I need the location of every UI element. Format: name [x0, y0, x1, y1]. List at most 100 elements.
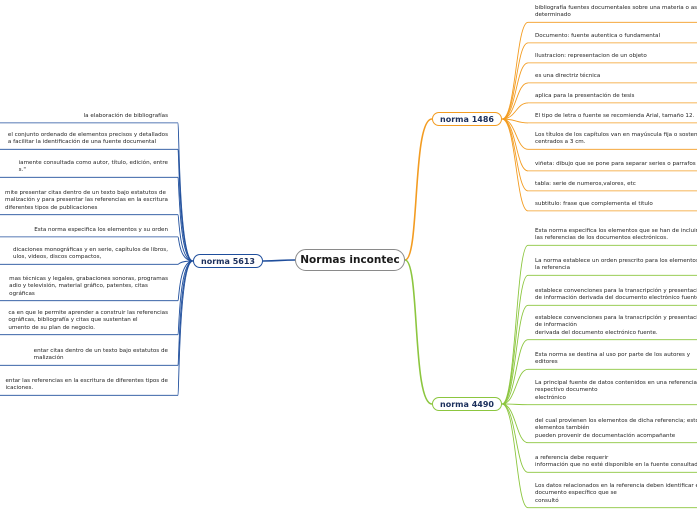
subtopic-n1486-1[interactable]: bibliografía fuentes documentales sobre … — [535, 5, 697, 20]
subtopic-line: establece convenciones para la transcrip… — [535, 315, 697, 321]
subtopic-line: centrados a 3 cm. — [535, 139, 586, 146]
subtopic-n4490-5[interactable]: Esta norma se destina al uso por parte d… — [535, 352, 690, 367]
subtopic-line: ográficas, bibliografía y citas que sust… — [8, 317, 138, 324]
subtopic-n1486-3[interactable]: Ilustracion: representacion de un objeto — [535, 53, 647, 60]
subtopic-line: la referencia — [535, 265, 571, 272]
subtopic-n5613-6[interactable]: dicaciones monográficas y en serie, capí… — [13, 247, 168, 262]
subtopic-line: Ilustracion: representacion de un objeto — [535, 53, 647, 59]
subtopic-n1486-7[interactable]: Los títulos de los capítulos van en mayú… — [535, 132, 697, 147]
connector-n4490-9 — [501, 403, 529, 509]
subtopic-line: elementos también — [535, 425, 590, 432]
subtopic-line: el conjunto ordenado de elementos precis… — [7, 132, 168, 138]
connector-n1486-10 — [501, 118, 529, 212]
subtopic-line: adio y televisión, material gráfico, pat… — [9, 283, 148, 290]
connector-n4490-7 — [501, 403, 529, 444]
connector-n1486-2 — [501, 42, 529, 120]
connector-n1486-3 — [501, 62, 529, 120]
subtopic-line: a facilitar la identificación de una fue… — [7, 139, 157, 146]
subtopic-n5613-3[interactable]: iamente consultada como autor, título, e… — [19, 160, 168, 175]
subtopic-line: Esta norma especifica los elementos y su… — [34, 227, 168, 233]
subtopic-line: mas técnicas y legales, grabaciones sono… — [9, 276, 168, 282]
subtopic-line: Documento: fuente autentica o fundamenta… — [535, 33, 661, 39]
connector-n1486-9 — [501, 118, 529, 192]
connector-n1486-7 — [501, 118, 529, 150]
subtopic-n5613-7[interactable]: mas técnicas y legales, grabaciones sono… — [9, 276, 168, 298]
connector-central-4490 — [404, 259, 433, 405]
subtopic-n1486-4[interactable]: es una directriz técnica — [535, 73, 600, 80]
subtopic-line: del cual provienen los elementos de dich… — [535, 418, 697, 424]
subtopic-line: información que no esté disponible en la… — [535, 462, 697, 469]
topic-norma-5613[interactable]: norma 5613 — [193, 254, 263, 268]
subtopic-line: La norma establece un orden prescrito pa… — [535, 258, 697, 264]
subtopic-n5613-8[interactable]: ca en que le permite aprender a construi… — [8, 310, 168, 332]
subtopic-n5613-10[interactable]: entar las referencias en la escritura de… — [5, 378, 168, 393]
subtopic-n5613-2[interactable]: el conjunto ordenado de elementos precis… — [8, 132, 168, 147]
subtopic-line: Esta norma especifica los elementos que … — [535, 228, 697, 234]
subtopic-line: determinado — [535, 12, 571, 19]
subtopic-n1486-9[interactable]: tabla: serie de numeros,valores, etc — [535, 181, 636, 188]
subtopic-n5613-1[interactable]: la elaboración de bibliografías — [84, 113, 168, 120]
subtopic-n5613-4[interactable]: mite presentar citas dentro de un texto … — [5, 190, 168, 212]
subtopic-line: Esta norma se destina al uso por parte d… — [535, 352, 691, 358]
connector-n4490-3 — [501, 304, 529, 405]
subtopic-line: subtitulo: frase que complementa el titu… — [535, 201, 653, 207]
central-topic[interactable]: Normas incontec — [295, 249, 405, 271]
subtopic-n4490-3[interactable]: establece convenciones para la transcrip… — [535, 288, 697, 303]
subtopic-line: documento específico que se — [535, 490, 617, 497]
subtopic-line: malización — [33, 355, 64, 362]
subtopic-line: entar citas dentro de un texto bajo esta… — [33, 348, 168, 354]
subtopic-n1486-6[interactable]: El tipo de letra o fuente se recomienda … — [535, 113, 697, 120]
subtopic-line: dicaciones monográficas y en serie, capí… — [13, 247, 168, 253]
connector-n5613-4 — [177, 214, 194, 262]
subtopic-n1486-2[interactable]: Documento: fuente autentica o fundamenta… — [535, 33, 660, 40]
subtopic-n4490-9[interactable]: Los datos relacionados en la referencia … — [535, 483, 697, 505]
subtopic-line: La principal fuente de datos contenidos … — [535, 380, 697, 386]
topic-norma-4490[interactable]: norma 4490 — [432, 397, 502, 411]
subtopic-line: electrónico — [535, 394, 566, 401]
subtopic-n4490-7[interactable]: del cual provienen los elementos de dich… — [535, 418, 697, 440]
connector-central-5613 — [262, 259, 296, 262]
subtopic-n1486-10[interactable]: subtitulo: frase que complementa el titu… — [535, 201, 653, 208]
connector-n4490-8 — [501, 403, 529, 473]
connector-n5613-10 — [177, 260, 194, 396]
subtopic-line: umento de su plan de negocio. — [8, 324, 96, 331]
subtopic-line: aplica para la presentación de tesis — [535, 93, 635, 99]
subtopic-line: ográficas — [9, 290, 35, 297]
subtopic-line: editores — [535, 359, 558, 366]
subtopic-line: respectivo documento — [535, 387, 598, 394]
subtopic-line: ca en que le permite aprender a construi… — [8, 310, 168, 316]
subtopic-n1486-8[interactable]: viñeta: dibujo que se pone para separar … — [535, 161, 696, 168]
subtopic-line: de información derivada del documento el… — [535, 295, 697, 302]
connector-n4490-6 — [501, 403, 529, 406]
subtopic-n4490-1[interactable]: Esta norma especifica los elementos que … — [535, 228, 697, 243]
connector-n5613-5 — [177, 236, 194, 262]
subtopic-line: ulos, videos, discos compactos, — [13, 254, 102, 261]
connector-central-1486 — [404, 118, 433, 261]
subtopic-n1486-5[interactable]: aplica para la presentación de tesis — [535, 93, 634, 100]
subtopic-line: de información — [535, 322, 577, 329]
connector-n4490-5 — [501, 368, 529, 405]
subtopic-line: Los datos relacionados en la referencia … — [535, 483, 697, 489]
subtopic-line: derivada del documento electrónico fuent… — [535, 329, 658, 336]
connector-n5613-3 — [177, 176, 194, 262]
subtopic-line: bibliografía fuentes documentales sobre … — [535, 5, 697, 11]
subtopic-line: diferentes tipos de publicaciones — [5, 204, 98, 211]
subtopic-line: establece convenciones para la transcrip… — [535, 288, 697, 294]
subtopic-line: es una directriz técnica — [535, 73, 601, 79]
subtopic-line: icaciones. — [5, 385, 34, 392]
subtopic-n4490-2[interactable]: La norma establece un orden prescrito pa… — [535, 258, 697, 273]
subtopic-n5613-9[interactable]: entar citas dentro de un texto bajo esta… — [34, 348, 168, 363]
subtopic-line: entar las referencias en la escritura de… — [5, 378, 168, 384]
connector-n1486-5 — [501, 102, 529, 120]
subtopic-line: la elaboración de bibliografías — [83, 113, 168, 119]
subtopic-line: consultó — [535, 497, 559, 504]
topic-norma-1486[interactable]: norma 1486 — [432, 112, 502, 126]
connector-n5613-8 — [177, 260, 194, 336]
subtopic-n4490-6[interactable]: La principal fuente de datos contenidos … — [535, 380, 697, 402]
subtopic-n5613-5[interactable]: Esta norma especifica los elementos y su… — [34, 227, 168, 234]
subtopic-n4490-4[interactable]: establece convenciones para la transcrip… — [535, 315, 697, 337]
connector-n4490-2 — [501, 274, 529, 405]
subtopic-line: a referencia debe requerir — [535, 455, 609, 461]
subtopic-line: s." — [18, 167, 26, 174]
